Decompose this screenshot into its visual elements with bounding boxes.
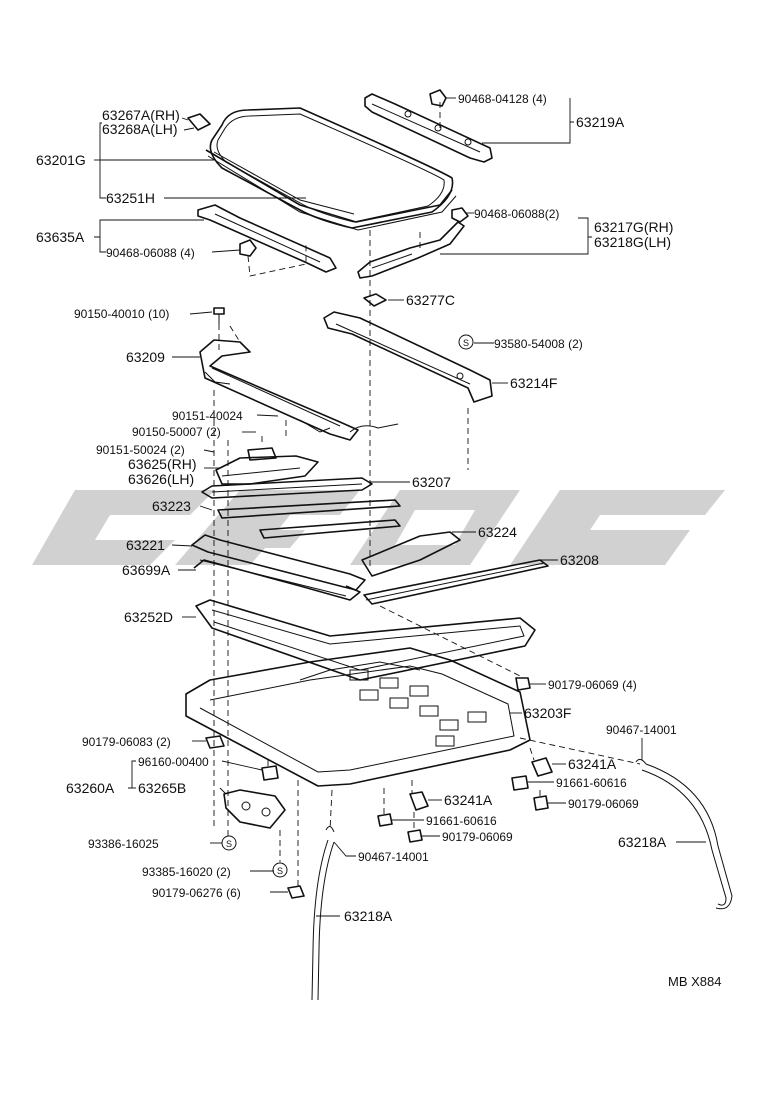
label-63201G: 63201G (36, 152, 86, 168)
label-63260A: 63260A (66, 780, 115, 796)
diagram-code: MB X884 (668, 974, 721, 989)
label-63241A-center: 63241A (444, 792, 493, 808)
part-63218A-drain-hose-right (635, 758, 733, 910)
label-63209: 63209 (126, 349, 165, 365)
part-63217G-guide (357, 207, 469, 279)
screw-s-93386: S (221, 835, 237, 851)
part-63251H-weatherstrip (205, 149, 457, 231)
s-symbol: S (277, 866, 283, 876)
part-63203F-frame (185, 647, 531, 787)
screw-s-93580: S (458, 334, 474, 350)
label-63699A: 63699A (122, 562, 171, 578)
part-63209-housing (199, 339, 359, 441)
label-90151-50024: 90151-50024 (2) (96, 443, 185, 457)
label-63224: 63224 (478, 524, 517, 540)
label-63625: 63625(RH) (128, 456, 196, 472)
s-symbol: S (463, 338, 469, 348)
part-63223-rail (201, 477, 373, 499)
label-93580-54008: 93580-54008 (2) (494, 337, 583, 351)
label-63218G: 63218G(LH) (594, 234, 671, 250)
nut-90179-06083 (205, 735, 225, 749)
label-63219A: 63219A (576, 114, 625, 130)
label-63217G: 63217G(RH) (594, 219, 673, 235)
nut-90179-06069 (515, 677, 531, 691)
label-90150-40010: 90150-40010 (10) (74, 307, 169, 321)
part-63277C-plate (363, 293, 387, 307)
label-63635A: 63635A (36, 229, 85, 245)
clip-90468-04128 (429, 89, 447, 107)
label-63214F: 63214F (510, 375, 557, 391)
callout-labels: 63267A(RH) 63268A(LH) 63201G 63251H 6363… (36, 92, 677, 924)
label-91661-60616-right: 91661-60616 (556, 776, 627, 790)
label-90179-06069-4: 90179-06069 (4) (548, 678, 637, 692)
label-63203F: 63203F (524, 705, 571, 721)
label-63268A: 63268A(LH) (102, 121, 178, 137)
s-symbol: S (226, 839, 232, 849)
label-63277C: 63277C (406, 292, 455, 308)
label-90468-06088-4: 90468-06088 (4) (106, 246, 195, 260)
label-90179-06069-center: 90179-06069 (442, 830, 513, 844)
part-63241A-clamp-center (377, 791, 429, 843)
label-93386-16025: 93386-16025 (88, 837, 159, 851)
label-96160-00400: 96160-00400 (138, 755, 209, 769)
part-63241A-clamp-right (511, 757, 553, 811)
part-63267A-bracket (187, 113, 211, 131)
label-63265B: 63265B (138, 780, 186, 796)
label-63626: 63626(LH) (128, 471, 194, 487)
label-90468-06088-2: 90468-06088(2) (474, 207, 559, 221)
nut-90179-06276 (287, 885, 305, 899)
part-63219A-rail (364, 93, 493, 163)
label-90179-06276: 90179-06276 (6) (152, 886, 241, 900)
part-63625-guide-block (215, 447, 319, 485)
part-63207-drive-cable (349, 423, 399, 433)
part-63218A-drain-hose-center (311, 826, 335, 1001)
label-63223: 63223 (152, 498, 191, 514)
part-63260A-motor-bracket (223, 765, 286, 829)
label-90179-06069-right: 90179-06069 (568, 797, 639, 811)
label-63208: 63208 (560, 552, 599, 568)
label-63251H: 63251H (106, 190, 155, 206)
screw-s-93385: S (272, 862, 288, 878)
label-90150-50007: 90150-50007 (2) (132, 425, 221, 439)
label-63241A-right: 63241A (568, 756, 617, 772)
label-63218A-left: 63218A (344, 908, 393, 924)
part-63214F-housing (323, 311, 493, 403)
label-90467-14001-right: 90467-14001 (606, 723, 677, 737)
label-90179-06083: 90179-06083 (2) (82, 735, 171, 749)
label-90151-40024: 90151-40024 (172, 409, 243, 423)
part-63252D-seal (193, 559, 536, 681)
leader-lines (94, 97, 706, 917)
label-63221: 63221 (126, 537, 165, 553)
label-63252D: 63252D (124, 609, 173, 625)
label-90468-04128: 90468-04128 (4) (458, 92, 547, 106)
part-63224-track (217, 499, 401, 539)
label-63207: 63207 (412, 474, 451, 490)
label-90467-14001-center: 90467-14001 (358, 850, 429, 864)
assembly-dashed-lines (213, 102, 641, 886)
label-63267A: 63267A(RH) (102, 107, 180, 123)
label-93385-16020: 93385-16020 (2) (142, 865, 231, 879)
label-91661-60616-center: 91661-60616 (426, 814, 497, 828)
label-63218A-right: 63218A (618, 834, 667, 850)
bolt-90150-40010 (213, 307, 225, 324)
watermark-logo (32, 490, 725, 565)
part-63635A-guide-rail (197, 204, 337, 273)
part-63208-slider (361, 531, 549, 605)
